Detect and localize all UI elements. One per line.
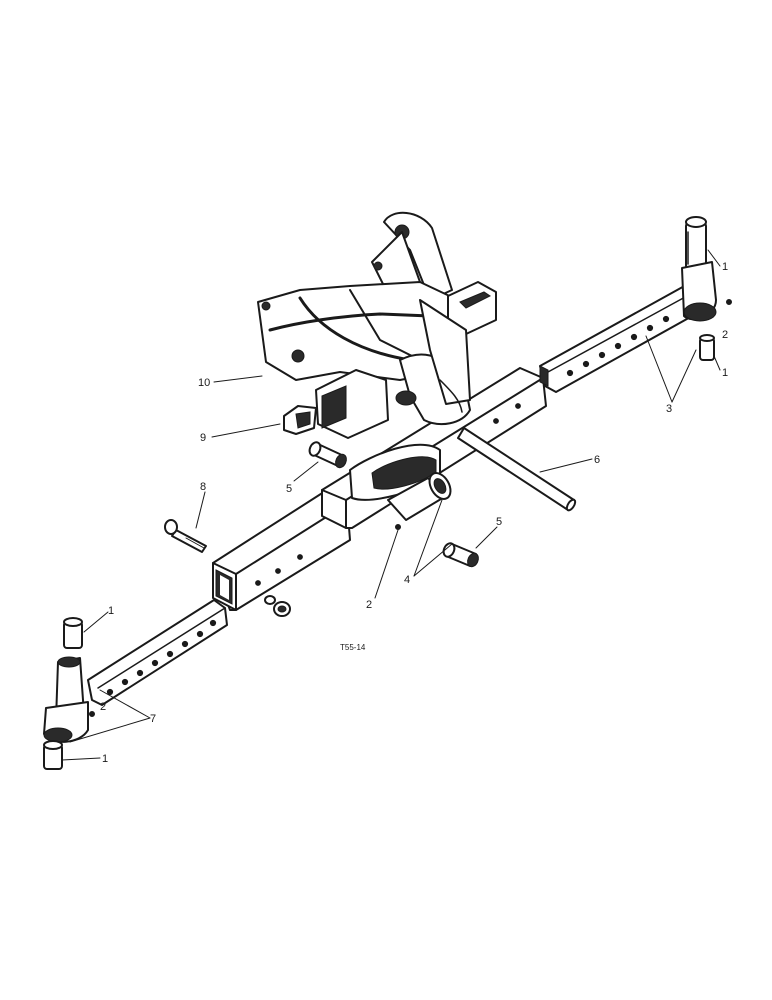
left-axle-beam xyxy=(87,489,351,706)
callout-4: 4 xyxy=(404,574,410,586)
pivot-bushing-upper xyxy=(308,441,347,469)
left-lower-bushing xyxy=(43,740,63,770)
pivot-bushing-lower xyxy=(442,542,479,568)
callout-1-right-top: 1 xyxy=(722,261,728,273)
clamp-nut xyxy=(273,601,291,617)
right-grease-fitting xyxy=(726,299,732,305)
center-grease-fitting xyxy=(395,524,401,530)
callout-5-lower: 5 xyxy=(496,516,502,528)
drawing-code: T55-14 xyxy=(340,643,366,652)
callout-1-left-top: 1 xyxy=(108,605,114,617)
front-support-bracket xyxy=(257,211,497,439)
callout-2-left: 2 xyxy=(100,701,106,713)
callout-2-right: 2 xyxy=(722,329,728,341)
shim-plate xyxy=(283,405,317,435)
callout-2-center: 2 xyxy=(366,599,372,611)
callout-1-left-bottom: 1 xyxy=(102,753,108,765)
callout-10: 10 xyxy=(198,377,210,389)
callout-labels: 10 9 8 5 5 6 4 2 3 2 1 1 1 1 2 7 xyxy=(100,261,728,765)
right-upper-bushing xyxy=(699,334,715,361)
callout-1-right-bottom: 1 xyxy=(722,367,728,379)
callout-6: 6 xyxy=(594,454,600,466)
callout-8: 8 xyxy=(200,481,206,493)
callout-3: 3 xyxy=(666,403,672,415)
callout-7: 7 xyxy=(150,713,156,725)
left-upper-bushing xyxy=(63,617,83,649)
center-pivot-housing xyxy=(321,367,547,529)
right-spindle xyxy=(681,216,717,322)
pivot-pin xyxy=(457,427,577,512)
callout-9: 9 xyxy=(200,432,206,444)
lock-washer xyxy=(264,595,276,605)
leader-lines xyxy=(61,249,721,761)
left-grease-fitting xyxy=(89,711,95,717)
left-spindle xyxy=(43,656,89,743)
callout-5-upper: 5 xyxy=(286,483,292,495)
right-axle-beam xyxy=(539,283,704,393)
clamp-bolt xyxy=(164,519,207,553)
